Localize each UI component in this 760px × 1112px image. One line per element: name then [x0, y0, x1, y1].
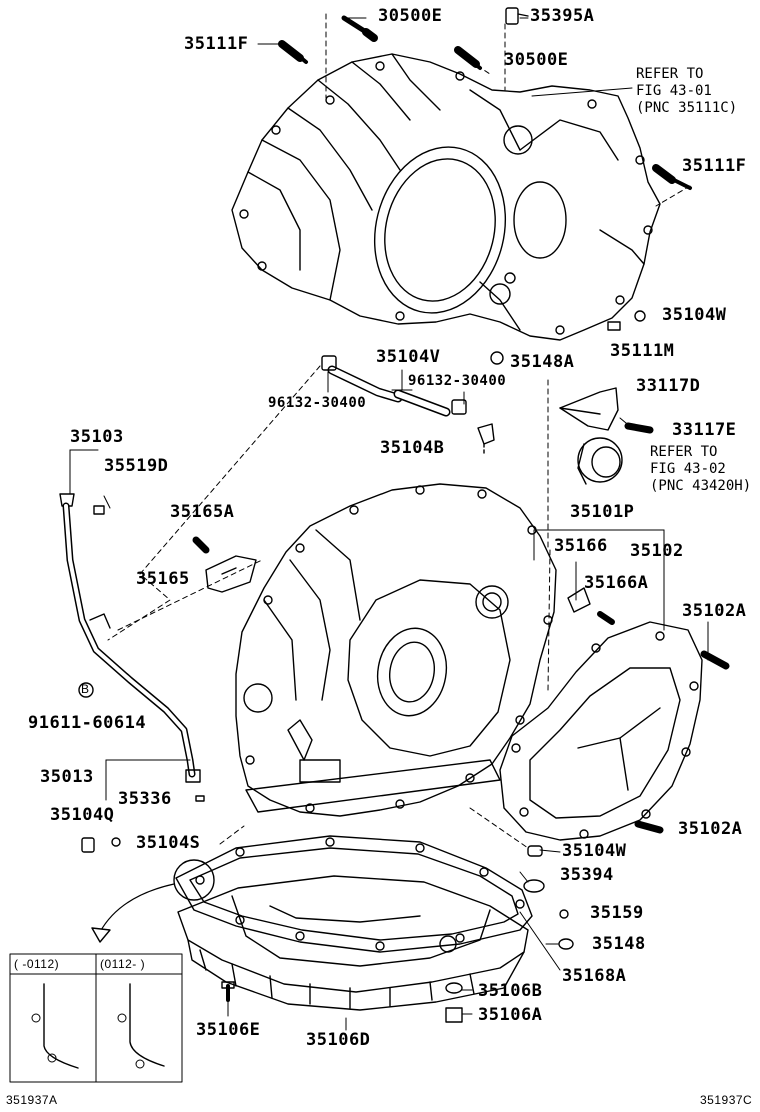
bolt-35165A — [192, 536, 210, 554]
bolt-30500E-top — [341, 15, 378, 42]
label-35102: 35102 — [630, 541, 684, 561]
label-35103: 35103 — [70, 427, 124, 447]
label-30500E-mid: 30500E — [504, 50, 569, 70]
detail-callout — [91, 859, 215, 943]
label-35013: 35013 — [40, 767, 94, 787]
oil-seal — [577, 437, 623, 485]
bolt-35111F-left — [278, 40, 308, 64]
label-35111F-right: 35111F — [682, 156, 747, 176]
label-91611-60614: 91611-60614 — [28, 713, 147, 733]
reference-line: (PNC 35111C) — [636, 100, 738, 116]
small-parts-right — [445, 845, 574, 1023]
bolt-35102A-top — [700, 650, 730, 670]
label-35394: 35394 — [560, 865, 614, 885]
label-96132-30400-left: 96132-30400 — [268, 395, 367, 411]
detail-inset-box — [9, 953, 183, 1083]
label-96132-30400-right: 96132-30400 — [408, 373, 507, 389]
label-35336: 35336 — [118, 789, 172, 809]
bolt-35111F-right — [652, 164, 692, 190]
label-30500E-top: 30500E — [378, 6, 443, 26]
oil-dipstick — [59, 493, 201, 783]
pin-35111M — [607, 321, 621, 331]
fitting-35395A — [505, 7, 529, 25]
drain-bolt-35106E — [221, 981, 235, 1002]
hose-assembly — [321, 355, 495, 457]
leader-lines-top — [257, 13, 691, 207]
plate-35166 — [567, 587, 591, 613]
label-35106E: 35106E — [196, 1020, 261, 1040]
label-35148A: 35148A — [510, 352, 575, 372]
reference-line: FIG 43-02 — [650, 461, 726, 477]
reference-line: REFER TO — [636, 66, 704, 82]
label-35104Q: 35104Q — [50, 805, 115, 825]
label-35165: 35165 — [136, 569, 190, 589]
label-35111F-left: 35111F — [184, 34, 249, 54]
footer-code-right: 351937C — [700, 1093, 753, 1107]
label-35104V: 35104V — [376, 347, 441, 367]
reference-fig-43-01: REFER TO FIG 43-01 (PNC 35111C) — [636, 66, 737, 117]
label-35106D: 35106D — [306, 1030, 371, 1050]
label-35395A: 35395A — [530, 6, 595, 26]
label-35168A: 35168A — [562, 966, 627, 986]
side-cover-35102 — [499, 621, 703, 841]
leader-lines-left — [69, 449, 263, 801]
reference-line: REFER TO — [650, 444, 718, 460]
inset-header-before-0112: ( -0112) — [14, 957, 60, 971]
bolt-33117E — [624, 422, 654, 434]
label-35106A: 35106A — [478, 1005, 543, 1025]
oil-pan-35106D — [177, 875, 529, 1011]
bolt-35166A — [597, 611, 615, 625]
label-35165A: 35165A — [170, 502, 235, 522]
reference-fig-43-02: REFER TO FIG 43-02 (PNC 43420H) — [650, 444, 751, 495]
footer-code-left: 351937A — [6, 1093, 58, 1107]
label-35104W-bot: 35104W — [562, 841, 627, 861]
bolt-marker-letter: B — [81, 682, 90, 696]
label-33117D: 33117D — [636, 376, 701, 396]
bolt-marker-circle — [78, 682, 94, 698]
label-35104B: 35104B — [380, 438, 445, 458]
transaxle-housing — [231, 53, 661, 341]
label-35104W-top: 35104W — [662, 305, 727, 325]
label-35148: 35148 — [592, 934, 646, 954]
label-35519D: 35519D — [104, 456, 169, 476]
clip-35519D — [93, 505, 105, 515]
inset-header-from-0112: (0112- ) — [100, 957, 146, 971]
bolt-30500E-mid — [454, 46, 482, 70]
bolt-35102A-bot — [634, 820, 664, 834]
label-35106B: 35106B — [478, 981, 543, 1001]
cover-35165 — [205, 555, 257, 593]
pan-gasket-35168A — [175, 835, 533, 953]
label-33117E: 33117E — [672, 420, 737, 440]
label-35159: 35159 — [590, 903, 644, 923]
transaxle-case — [235, 483, 557, 817]
bracket-33117D — [559, 387, 619, 431]
plug-35104W-top — [634, 310, 646, 322]
label-35166: 35166 — [554, 536, 608, 556]
label-35166A: 35166A — [584, 573, 649, 593]
label-35111M: 35111M — [610, 341, 675, 361]
label-35102A-bot: 35102A — [678, 819, 743, 839]
plug-35148A — [490, 351, 504, 365]
small-fittings — [81, 795, 205, 853]
label-35101P: 35101P — [570, 502, 635, 522]
label-35104S: 35104S — [136, 833, 201, 853]
reference-line: FIG 43-01 — [636, 83, 712, 99]
label-35102A-top: 35102A — [682, 601, 747, 621]
reference-line: (PNC 43420H) — [650, 478, 752, 494]
